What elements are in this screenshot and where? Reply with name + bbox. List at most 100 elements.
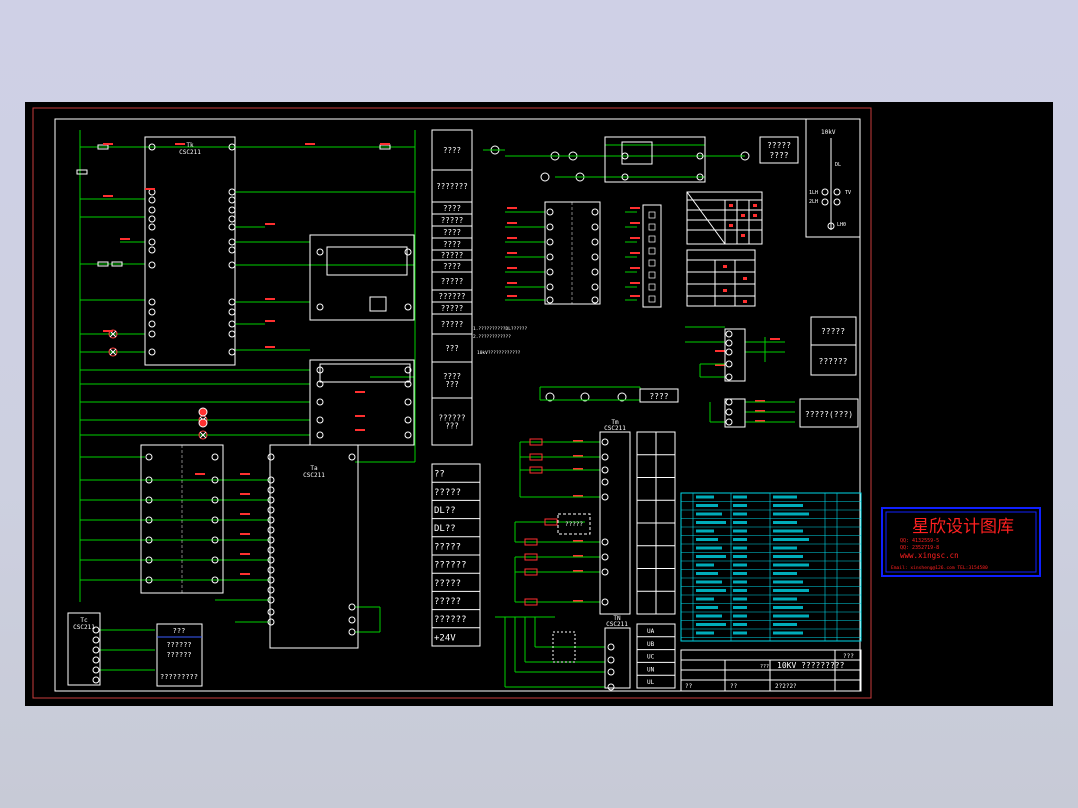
terminal-circle xyxy=(211,453,219,461)
eq-cell-glyph xyxy=(696,555,726,558)
wire-number-labels xyxy=(103,143,780,602)
tn-row-label: UB xyxy=(647,641,655,648)
terminal-circle xyxy=(267,526,275,534)
vertical-char-glyph xyxy=(648,223,656,231)
terminal-circle xyxy=(92,646,100,654)
strip1-cell-label: ?????? xyxy=(438,414,465,423)
eq-cell-glyph xyxy=(696,512,722,516)
legend-line-1: ??? xyxy=(173,627,186,635)
eq-cell-glyph xyxy=(773,597,797,601)
wire-number-mark xyxy=(355,391,365,393)
relay-module-1-inner xyxy=(326,246,408,276)
terminal-circle xyxy=(546,268,554,276)
eq-cell-glyph xyxy=(733,529,747,533)
red-lamp xyxy=(198,418,208,428)
wire-number-mark xyxy=(573,555,583,557)
wire-number-mark xyxy=(120,238,130,240)
lamp-circle xyxy=(617,392,627,402)
lamp-circle xyxy=(545,392,555,402)
terminal-circle xyxy=(316,248,324,256)
tt1-mark xyxy=(741,234,745,237)
terminal-circle xyxy=(591,253,599,261)
strip2-cell-label: ????? xyxy=(434,579,461,589)
terminal-circle xyxy=(591,238,599,246)
wire-number-mark xyxy=(573,440,583,442)
terminal-circle xyxy=(267,586,275,594)
terminal-circle xyxy=(228,261,236,269)
terminal-circle xyxy=(591,296,599,304)
mid-terminal-circles xyxy=(524,152,733,691)
lamp-circle xyxy=(540,172,550,182)
terminal-circle xyxy=(725,348,733,356)
terminal-circle xyxy=(211,576,219,584)
device-tk-label: Tk xyxy=(186,142,194,149)
eq-cell-glyph xyxy=(773,538,809,541)
mid-top-device-inner xyxy=(621,141,653,165)
terminal-circle xyxy=(696,152,704,160)
terminal-circle xyxy=(228,196,236,204)
wire-number-mark xyxy=(265,223,275,225)
strip2-cell-label: +24V xyxy=(434,633,456,643)
terminal-circle xyxy=(92,636,100,644)
signal-box-label: ???? xyxy=(649,392,668,401)
left-bottom-legend xyxy=(156,623,203,687)
eq-cell-glyph xyxy=(733,631,747,635)
eq-cell-glyph xyxy=(733,504,747,507)
terminal-circle xyxy=(145,536,153,544)
terminal-circle xyxy=(404,398,412,406)
wire-number-mark xyxy=(573,495,583,497)
note-line-2: 2.???????????? xyxy=(473,334,511,340)
tt2-mark xyxy=(723,289,727,292)
coil-symbol xyxy=(529,438,543,446)
eq-cell-glyph xyxy=(773,631,803,635)
terminal-circle xyxy=(404,366,412,374)
left-wiring-section xyxy=(79,130,416,671)
terminal-circle xyxy=(591,283,599,291)
eq-cell-glyph xyxy=(773,495,797,499)
terminal-circle xyxy=(267,506,275,514)
eq-cell-glyph xyxy=(773,589,809,592)
vertical-label-box xyxy=(642,204,662,308)
note-line-3: 10kV???????????? xyxy=(477,350,521,356)
logo-url: www.xingsc.cn xyxy=(900,551,959,560)
vertical-char-glyph xyxy=(648,235,656,243)
strip1-cell-label: ????? xyxy=(441,320,464,329)
eq-cell-glyph xyxy=(733,589,747,592)
tt1-mark xyxy=(729,224,733,227)
mid-terminal-block-2 xyxy=(724,398,746,428)
strip1-cell-label: ??? xyxy=(445,344,459,353)
terminal-circle xyxy=(145,476,153,484)
strip2-cell-label: ????? xyxy=(434,542,461,552)
mid-terminal-block-1 xyxy=(724,328,746,382)
terminal-circle xyxy=(148,348,156,356)
eq-cell-glyph xyxy=(773,512,809,516)
inner-frame xyxy=(54,118,861,692)
terminal-circle xyxy=(267,453,275,461)
terminal-circle xyxy=(348,616,356,624)
tn-row-label: UC xyxy=(647,654,655,661)
eq-cell-glyph xyxy=(773,563,809,567)
legend-line-4: ????????? xyxy=(160,673,198,681)
terminal-circle xyxy=(145,496,153,504)
vertical-char-glyph xyxy=(648,211,656,219)
terminal-circle xyxy=(546,283,554,291)
title-block-bottom-right: 2?2?2? xyxy=(775,683,797,690)
device-tc-label: Tc xyxy=(80,617,88,624)
right-lower-box-label: ?????(???) xyxy=(805,410,853,419)
tt2-mark xyxy=(743,300,747,303)
wire-number-mark xyxy=(755,410,765,412)
bus-label-dl: DL xyxy=(835,162,841,168)
terminal-circle xyxy=(148,246,156,254)
wire-number-mark xyxy=(715,350,725,352)
switch-matrix-box xyxy=(544,201,601,305)
wire-number-mark xyxy=(630,267,640,269)
terminal-circle xyxy=(267,516,275,524)
terminal-circle xyxy=(228,223,236,231)
terminal-circle xyxy=(148,320,156,328)
device-tk-box xyxy=(144,136,236,366)
tt2-mark xyxy=(743,277,747,280)
terminal-circle xyxy=(148,261,156,269)
terminal-circle xyxy=(228,330,236,338)
strip1-cell-label: ?????? xyxy=(438,292,465,301)
wire-number-mark xyxy=(630,252,640,254)
